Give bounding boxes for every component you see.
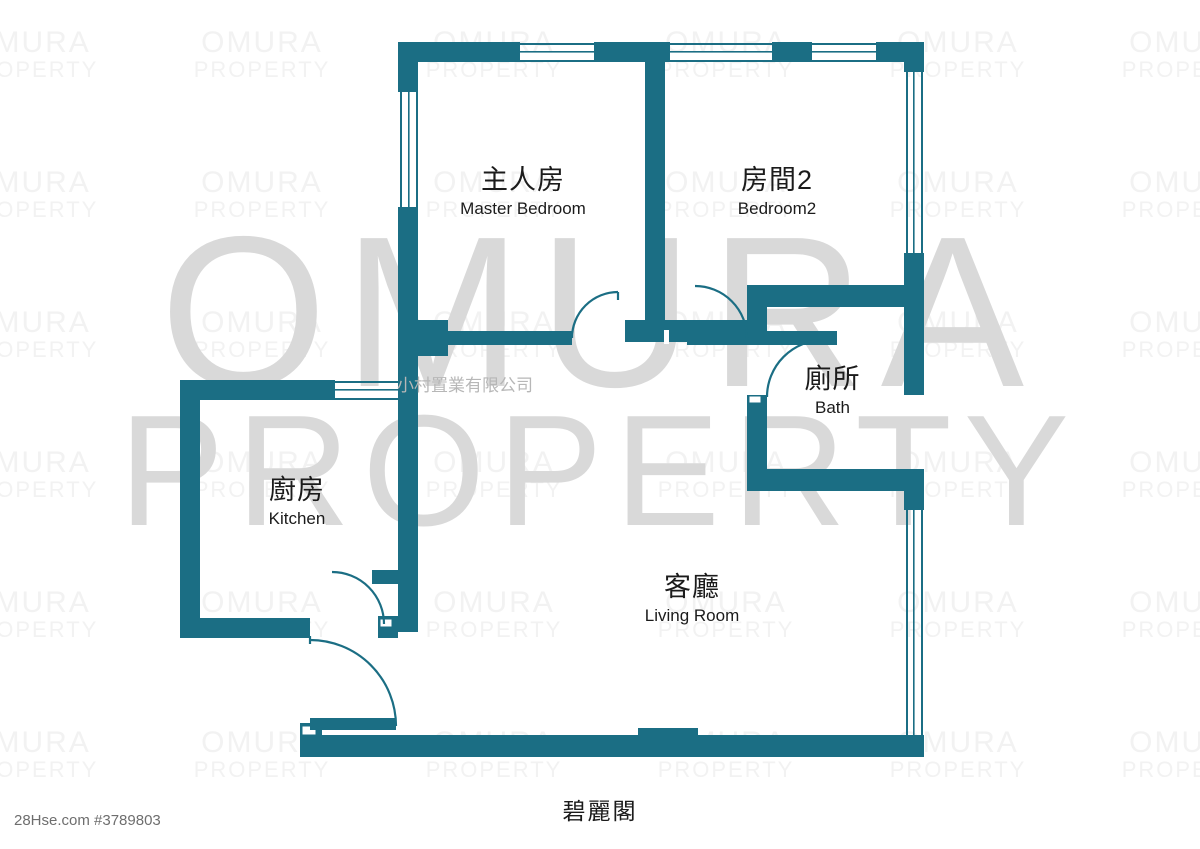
room-label-bath: 廁所 Bath [775,364,890,419]
room-label-zh: 客廳 [664,572,720,602]
company-watermark: 小村置業有限公司 [0,371,1200,396]
door-arc-kitchen [331,570,386,625]
building-name: 碧麗閣 [562,798,638,824]
room-label-en: Bedroom2 [737,199,817,219]
room-label-bedroom2: 房間2 Bedroom2 [679,165,875,220]
company-watermark-text: 小村置業有限公司 [397,376,533,395]
room-label-master-bedroom: 主人房 Master Bedroom [413,165,633,220]
listing-id: 28Hse.com #3789803 [14,812,161,829]
door-arc-entrance [309,638,398,727]
room-label-zh: 主人房 [481,165,565,195]
room-label-en: Living Room [644,606,740,626]
room-label-en: Bath [815,398,850,418]
door-swings-group [308,284,825,727]
room-label-zh: 廚房 [269,475,325,505]
door-arc-bedroom2 [694,284,749,339]
door-arc-master-bedroom [570,290,619,339]
room-label-zh: 房間2 [740,165,814,195]
walls-group [180,42,924,757]
door-arc-bath [765,338,825,398]
room-label-en: Kitchen [268,509,326,529]
room-label-living-room: 客廳 Living Room [613,572,771,627]
room-label-zh: 廁所 [804,364,861,394]
room-label-en: Master Bedroom [460,199,586,219]
room-label-kitchen: 廚房 Kitchen [218,475,376,530]
